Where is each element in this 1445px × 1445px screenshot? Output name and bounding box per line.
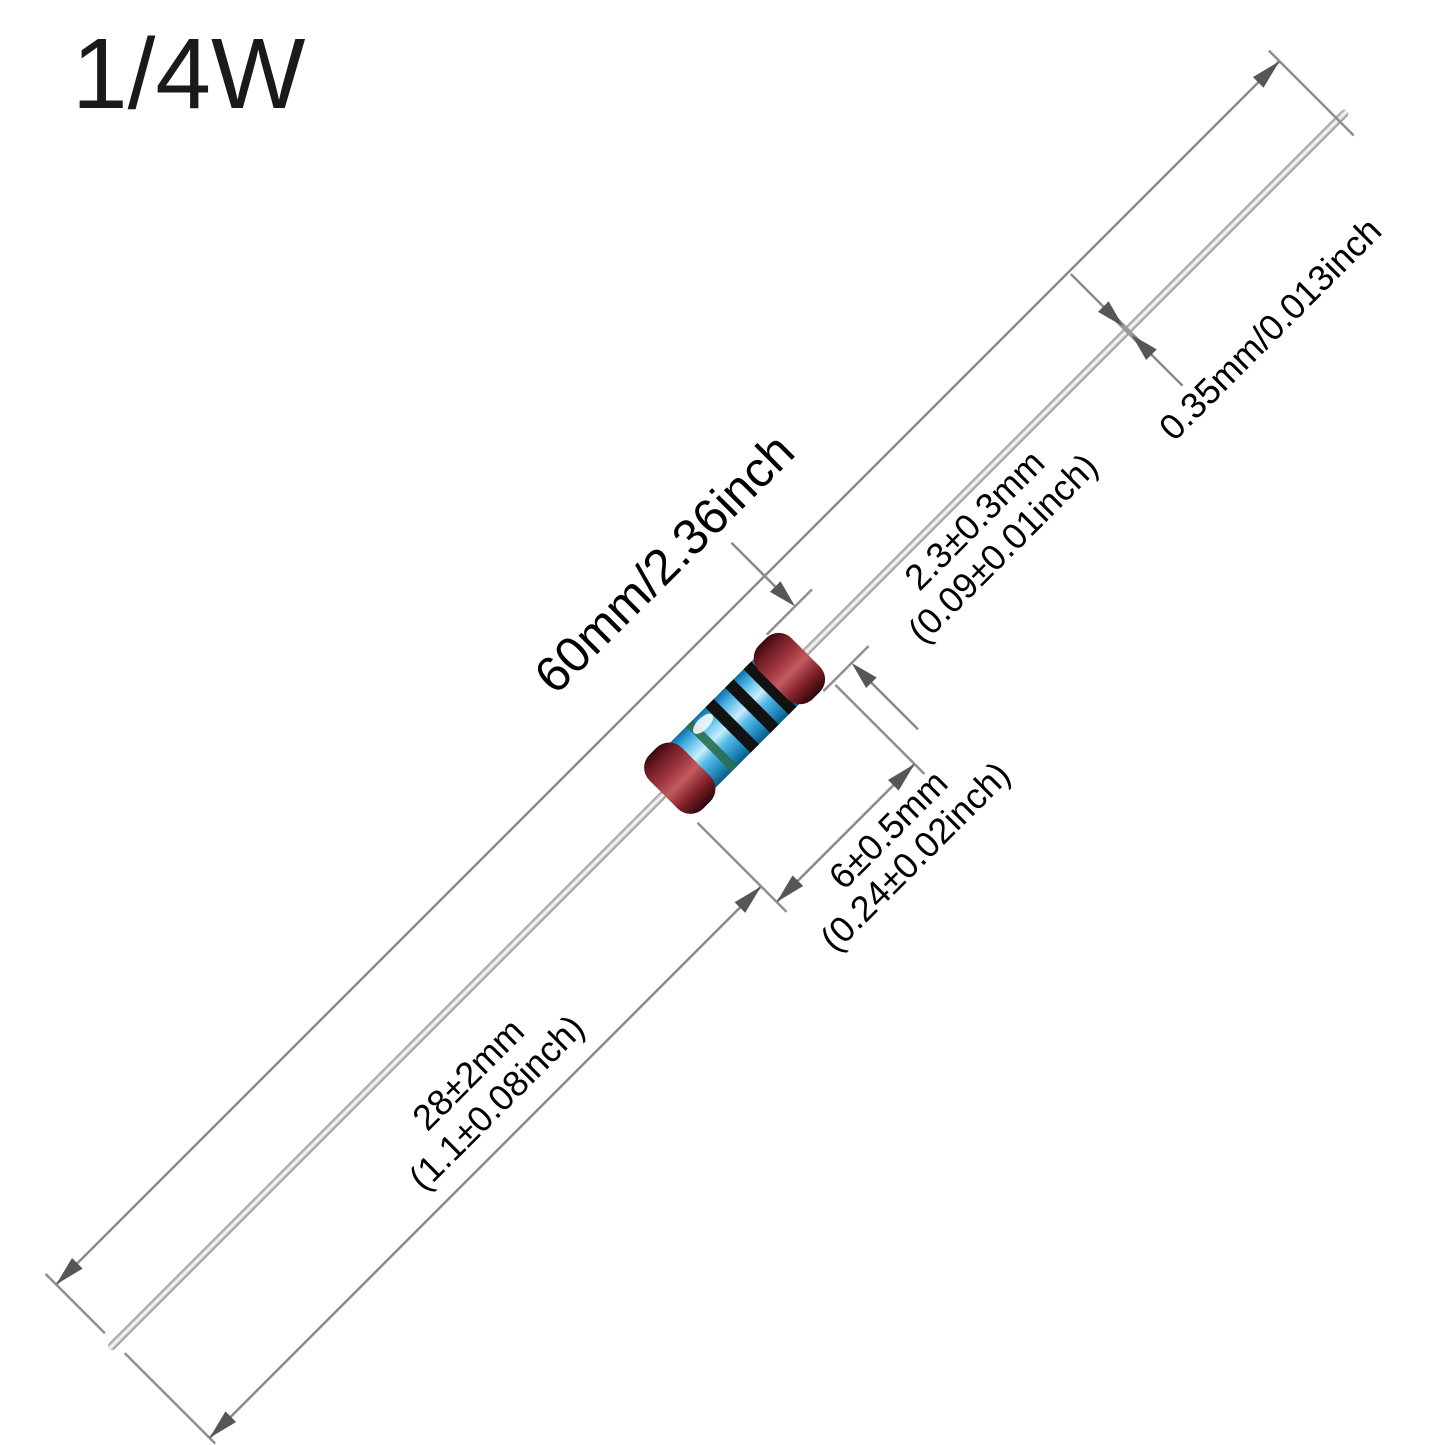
color-band-4 bbox=[743, 661, 797, 715]
extension-line-diameter-bottom bbox=[822, 645, 870, 693]
arrowhead-total-right bbox=[1252, 61, 1280, 88]
dim-lead-diameter-label: 0.35mm/0.013inch bbox=[1151, 210, 1389, 448]
resistor-lead-right bbox=[781, 109, 1349, 677]
resistor-body bbox=[644, 632, 826, 814]
arrowhead-lead-diameter-up bbox=[1131, 334, 1157, 360]
dim-lead-diameter: 0.35mm/0.013inch bbox=[1069, 210, 1389, 448]
extension-line-body-left bbox=[696, 821, 788, 913]
dim-line-diameter-lower bbox=[869, 680, 919, 731]
power-rating-label: 1/4W bbox=[72, 18, 306, 130]
arrowhead-diameter-up bbox=[851, 662, 877, 689]
resistor-lead-left bbox=[107, 784, 674, 1351]
dim-total-length: 60mm/2.36inch bbox=[44, 49, 1355, 1335]
dim-line-lead-length bbox=[208, 885, 762, 1439]
resistor bbox=[107, 109, 1349, 1351]
extension-line-total-right bbox=[1267, 49, 1355, 137]
arrowhead-diameter-down bbox=[769, 581, 796, 607]
extension-line-body-right bbox=[834, 683, 926, 775]
dim-line-lead-diameter-upper bbox=[1069, 273, 1106, 309]
dim-line-total-length bbox=[55, 60, 1281, 1286]
resistor-end-cap-right bbox=[753, 632, 826, 705]
arrowhead-lead-diameter-down bbox=[1098, 301, 1124, 327]
arrowhead-lead-left bbox=[209, 1411, 237, 1438]
dim-line-lead-diameter-lower bbox=[1149, 352, 1184, 387]
dim-line-body-length bbox=[775, 763, 916, 903]
extension-line-diameter-top bbox=[765, 588, 813, 636]
dim-lead-length: 28±2mm (1.1±0.08inch) bbox=[123, 885, 762, 1445]
extension-line-total-left bbox=[44, 1273, 106, 1335]
color-band-2 bbox=[705, 699, 759, 753]
body-highlight bbox=[693, 713, 714, 734]
arrowhead-total-left bbox=[56, 1257, 83, 1285]
arrowhead-lead-right bbox=[734, 886, 762, 913]
arrowhead-body-right bbox=[888, 764, 915, 791]
resistor-end-cap-left bbox=[644, 742, 716, 814]
extension-line-lead-left bbox=[123, 1352, 217, 1445]
arrowhead-body-left bbox=[776, 875, 804, 902]
dim-line-diameter-upper bbox=[730, 541, 778, 589]
color-band-3 bbox=[725, 679, 779, 733]
